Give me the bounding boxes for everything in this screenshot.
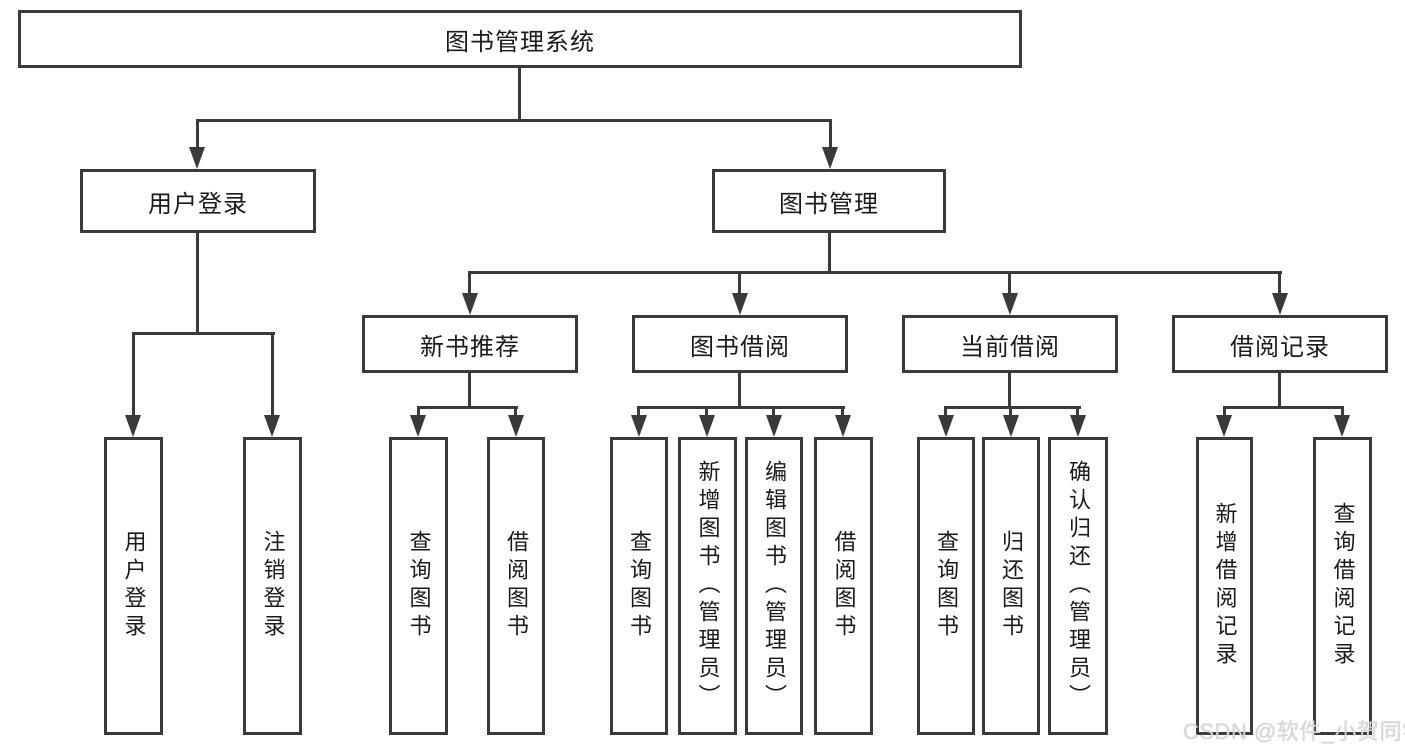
leaf-borrow-books-borrowing: 借阅图书: [814, 437, 873, 735]
node-new-book-recommend: 新书推荐: [362, 315, 578, 373]
arrowhead-down: [410, 415, 426, 437]
connector-line: [518, 68, 521, 121]
leaf-query-books-recommend-label: 查询图书: [406, 530, 432, 642]
leaf-add-book-admin: 新增图书（管理员）: [678, 437, 737, 735]
arrowhead-down: [1216, 415, 1232, 437]
node-book-management-label: 图书管理: [779, 190, 879, 218]
connector-line: [637, 406, 845, 409]
leaf-return-books: 归还图书: [982, 437, 1040, 735]
arrowhead-down: [732, 293, 748, 315]
node-borrow-records: 借阅记录: [1172, 315, 1388, 373]
node-book-management: 图书管理: [712, 169, 946, 233]
arrowhead-down: [766, 415, 782, 437]
arrowhead-down: [822, 147, 838, 169]
connector-line: [196, 119, 199, 149]
node-root-label: 图书管理系统: [445, 28, 595, 56]
connector-line: [196, 119, 832, 122]
leaf-add-borrow-record-label: 新增借阅记录: [1212, 502, 1238, 670]
connector-line: [705, 406, 708, 418]
arrowhead-down: [835, 415, 851, 437]
connector-line: [841, 406, 844, 418]
leaf-query-books-borrowing: 查询图书: [610, 437, 668, 735]
node-current-borrowing: 当前借阅: [902, 315, 1118, 373]
node-book-borrowing: 图书借阅: [632, 315, 848, 373]
arrowhead-down: [508, 415, 524, 437]
leaf-user-login-label: 用户登录: [121, 530, 147, 642]
leaf-borrow-books-recommend: 借阅图书: [487, 437, 545, 735]
leaf-confirm-return-admin: 确认归还（管理员）: [1048, 437, 1108, 735]
arrowhead-down: [125, 415, 141, 437]
leaf-user-login: 用户登录: [104, 437, 163, 735]
connector-line: [944, 406, 1081, 409]
leaf-logout: 注销登录: [243, 437, 302, 735]
connector-line: [829, 119, 832, 149]
arrowhead-down: [189, 147, 205, 169]
node-root: 图书管理系统: [18, 10, 1022, 68]
connector-line: [828, 233, 831, 274]
leaf-query-books-recommend: 查询图书: [389, 437, 448, 735]
leaf-borrow-books-recommend-label: 借阅图书: [504, 530, 529, 642]
leaf-query-books-borrowing-label: 查询图书: [627, 530, 652, 642]
leaf-add-borrow-record: 新增借阅记录: [1196, 437, 1253, 735]
leaf-edit-book-admin-label: 编辑图书（管理员）: [762, 460, 787, 712]
node-user-login: 用户登录: [80, 169, 316, 233]
leaf-borrow-books-borrowing-label: 借阅图书: [831, 530, 857, 642]
arrowhead-down: [264, 415, 280, 437]
connector-line: [1076, 406, 1079, 418]
connector-line: [1341, 406, 1344, 418]
connector-line: [469, 271, 1282, 274]
connector-line: [738, 373, 741, 409]
arrowhead-down: [1334, 415, 1350, 437]
connector-line: [637, 406, 640, 418]
connector-line: [944, 406, 947, 418]
connector-line: [1223, 406, 1226, 418]
leaf-edit-book-admin: 编辑图书（管理员）: [745, 437, 803, 735]
arrowhead-down: [1002, 293, 1018, 315]
leaf-confirm-return-admin-label: 确认归还（管理员）: [1066, 460, 1091, 712]
leaf-logout-label: 注销登录: [260, 530, 286, 642]
arrowhead-down: [631, 415, 647, 437]
leaf-query-books-current-label: 查询图书: [934, 530, 959, 642]
leaf-query-borrow-record: 查询借阅记录: [1313, 437, 1372, 735]
connector-line: [1278, 373, 1281, 409]
arrowhead-down: [699, 415, 715, 437]
connector-line: [1009, 406, 1012, 418]
connector-line: [1008, 271, 1011, 295]
connector-line: [468, 373, 471, 409]
node-current-borrowing-label: 当前借阅: [960, 333, 1060, 361]
connector-line: [1008, 373, 1011, 409]
connector-line: [196, 233, 199, 334]
leaf-query-borrow-record-label: 查询借阅记录: [1330, 502, 1356, 670]
arrowhead-down: [462, 293, 478, 315]
node-new-book-recommend-label: 新书推荐: [420, 333, 520, 361]
connector-line: [514, 406, 517, 418]
node-borrow-records-label: 借阅记录: [1230, 333, 1330, 361]
leaf-query-books-current: 查询图书: [917, 437, 975, 735]
watermark: CSDN @软件_小贺同学: [1183, 719, 1405, 744]
leaf-add-book-admin-label: 新增图书（管理员）: [695, 460, 721, 712]
connector-line: [417, 406, 420, 418]
arrowhead-down: [1272, 293, 1288, 315]
arrowhead-down: [1070, 415, 1086, 437]
leaf-return-books-label: 归还图书: [999, 530, 1024, 642]
connector-line: [132, 332, 135, 417]
connector-line: [772, 406, 775, 418]
node-book-borrowing-label: 图书借阅: [690, 333, 790, 361]
connector-line: [738, 271, 741, 295]
node-user-login-label: 用户登录: [148, 190, 248, 218]
connector-line: [1278, 271, 1281, 295]
connector-line: [468, 271, 471, 295]
arrowhead-down: [938, 415, 954, 437]
connector-line: [417, 406, 518, 409]
arrowhead-down: [1003, 415, 1019, 437]
connector-line: [132, 332, 275, 335]
connector-line: [271, 332, 274, 417]
connector-line: [1223, 406, 1344, 409]
